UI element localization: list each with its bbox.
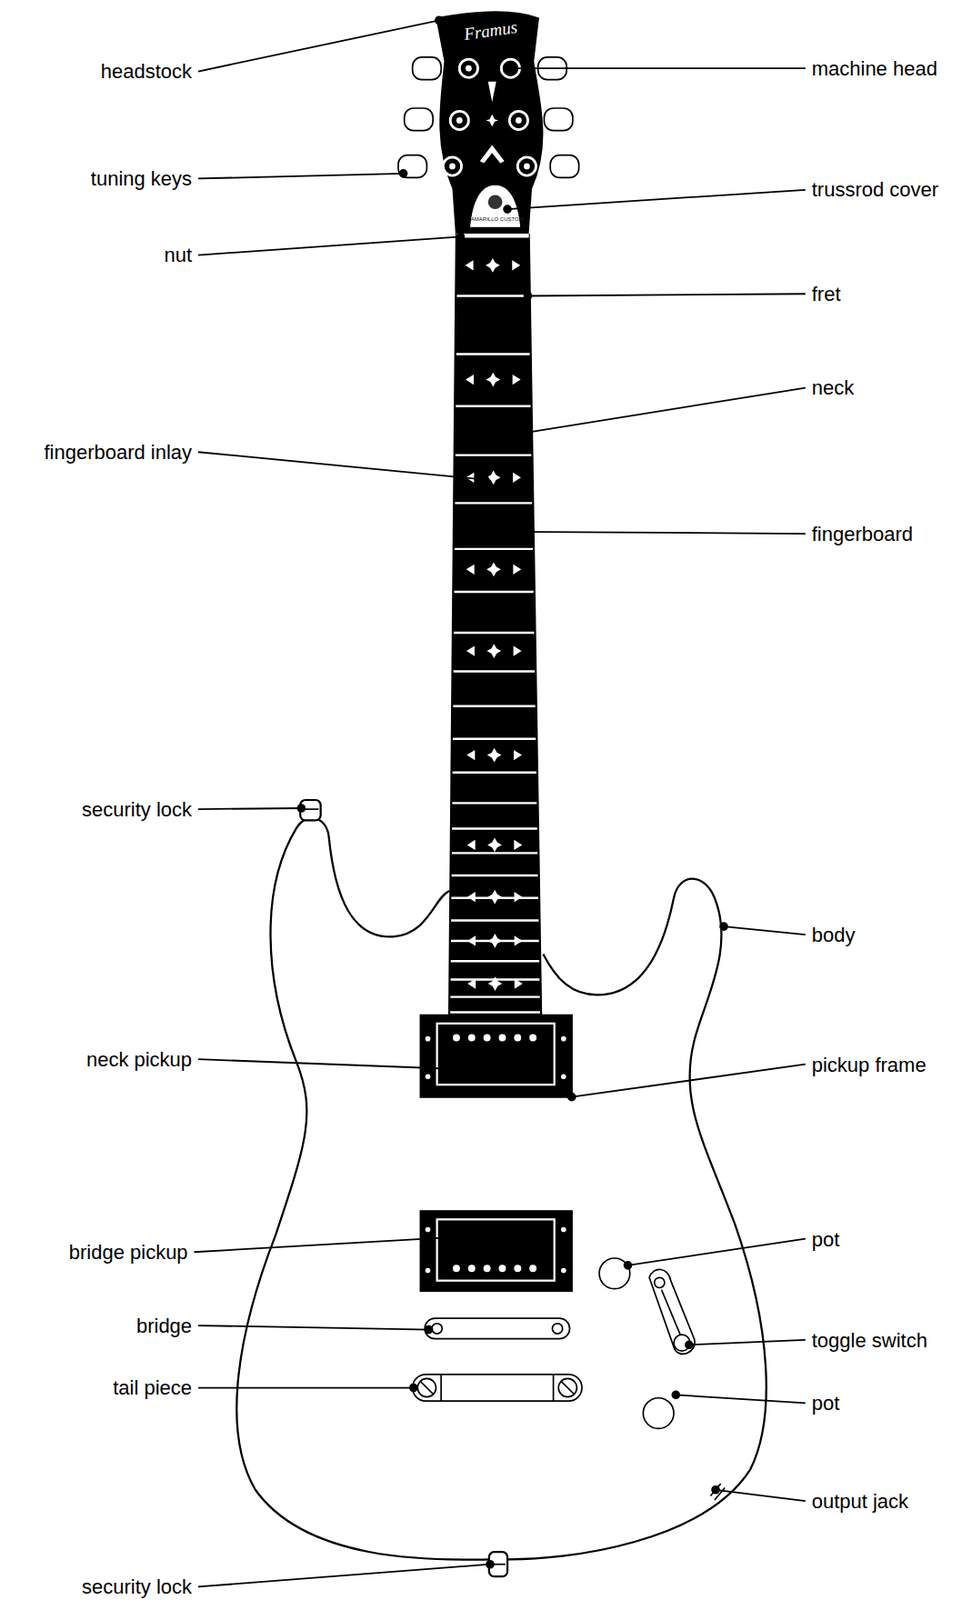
headstock-ornament — [480, 81, 505, 164]
fret — [456, 352, 531, 355]
fret — [451, 874, 539, 877]
part-label: security lock — [81, 1575, 192, 1599]
fret — [455, 453, 532, 456]
toggle-switch — [649, 1269, 695, 1354]
fret — [451, 801, 537, 804]
fret — [452, 771, 537, 773]
part-label: body — [811, 923, 856, 947]
part-label: fingerboard inlay — [43, 440, 192, 464]
fret — [452, 737, 536, 740]
inlay — [466, 748, 522, 763]
inlay-cross — [487, 748, 502, 763]
fret — [451, 851, 538, 854]
fret — [453, 591, 533, 593]
part-label: fret — [811, 282, 842, 306]
inlay-cross — [485, 372, 501, 388]
inlay — [467, 976, 523, 992]
part-label: neck — [811, 376, 854, 400]
part-label: neck pickup — [86, 1048, 192, 1072]
badge-text: CAMARILLO CUSTOM — [466, 216, 523, 222]
part-label: output jack — [811, 1490, 909, 1514]
inlay — [465, 372, 522, 388]
fret — [454, 501, 532, 504]
part-label: pickup frame — [811, 1053, 927, 1077]
inlay-cross — [486, 561, 502, 577]
part-label: tuning keys — [90, 167, 192, 191]
fret — [453, 670, 535, 672]
part-label: toggle switch — [811, 1329, 928, 1353]
leader-lines — [193, 17, 805, 1588]
part-label: bridge pickup — [69, 1241, 189, 1264]
pot — [642, 1398, 674, 1430]
part-label: pot — [811, 1392, 841, 1415]
fret — [451, 827, 538, 830]
part-label: headstock — [100, 60, 192, 83]
inlay — [466, 643, 522, 659]
neck — [449, 234, 542, 1016]
part-label: bridge — [136, 1314, 192, 1338]
inlay — [466, 561, 522, 577]
headstock — [437, 11, 543, 233]
inlay-cross — [487, 838, 502, 853]
inlay-cross — [485, 258, 501, 273]
part-label: trussrod cover — [811, 178, 939, 201]
fret — [453, 631, 534, 634]
bridge — [424, 1318, 570, 1339]
fret — [452, 704, 535, 707]
nut — [456, 233, 530, 238]
fret — [450, 1011, 541, 1013]
fret — [450, 995, 540, 998]
part-label: fingerboard — [811, 522, 913, 546]
inlay-cross — [487, 890, 502, 905]
machine-head-centres — [449, 65, 531, 170]
inlay-cross — [488, 976, 503, 992]
tail-piece — [412, 1374, 582, 1402]
neck-pickup — [420, 1015, 572, 1098]
inlay — [467, 890, 523, 905]
inlay-cross — [486, 643, 502, 659]
fret — [455, 404, 531, 407]
fret — [456, 294, 529, 297]
trussrod-emblem — [488, 194, 503, 210]
part-label: tail piece — [112, 1376, 192, 1400]
fret — [450, 960, 540, 962]
output-jack — [710, 1483, 725, 1501]
inlay-cross — [487, 933, 502, 949]
fingerboard-inlays — [465, 258, 523, 992]
part-label: pot — [811, 1228, 841, 1252]
part-label: security lock — [81, 798, 192, 822]
inlay — [467, 838, 523, 853]
inlay — [467, 933, 523, 949]
inlay — [465, 470, 522, 485]
frets — [450, 296, 541, 1013]
machine-heads — [442, 59, 536, 176]
fret — [450, 919, 539, 922]
part-label: nut — [164, 243, 193, 267]
part-label: machine head — [811, 57, 938, 81]
fret — [454, 548, 533, 551]
bridge-pickup — [420, 1211, 572, 1292]
inlay — [465, 258, 522, 273]
